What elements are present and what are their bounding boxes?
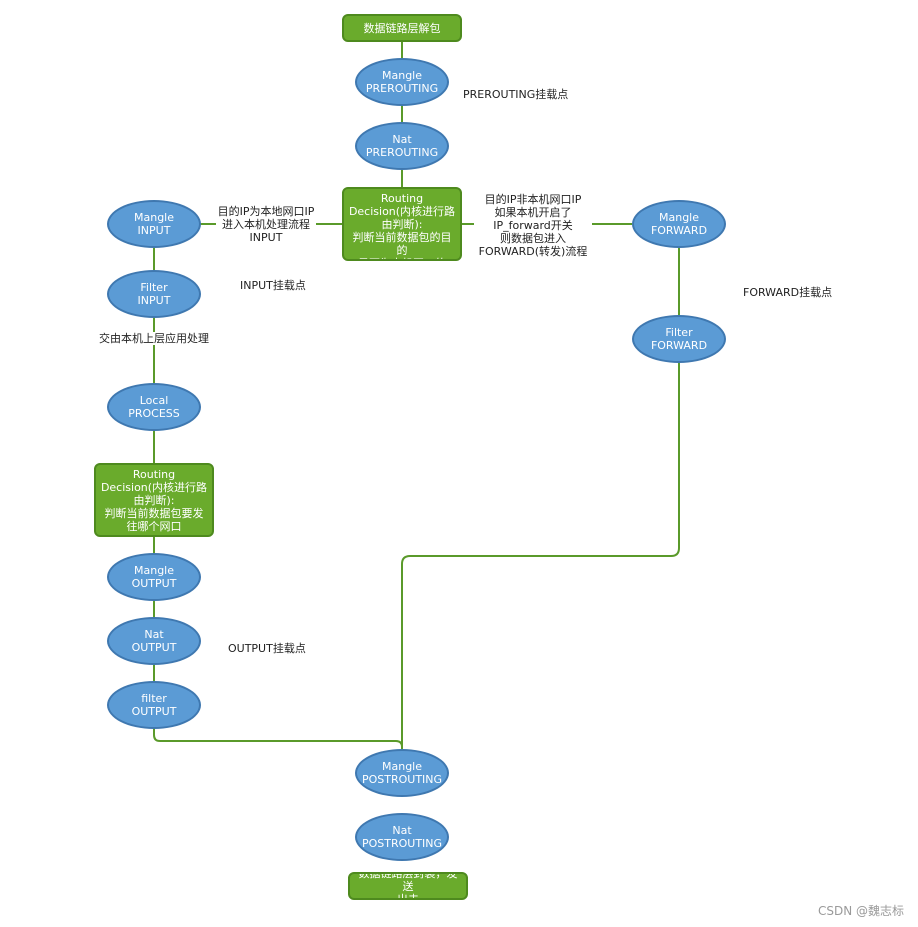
- mangle-prerouting-text: Mangle PREROUTING: [365, 69, 439, 95]
- routing-decision-2-box: Routing Decision(内核进行路 由判断): 判断当前数据包要发 往…: [94, 463, 214, 537]
- mangle-prerouting-node: Mangle PREROUTING: [355, 58, 449, 106]
- mangle-output-node: Mangle OUTPUT: [107, 553, 201, 601]
- edge-filter-forward-to-postrouting: [401, 362, 680, 749]
- nat-prerouting-node: Nat PREROUTING: [355, 122, 449, 170]
- link-layer-unpack-text: 数据链路层解包: [363, 21, 441, 35]
- routing-decision-1-text: Routing Decision(内核进行路 由判断): 判断当前数据包的目的 …: [348, 192, 456, 259]
- upper-app-label: 交由本机上层应用处理: [92, 332, 216, 345]
- output-hook-label: OUTPUT挂载点: [228, 642, 306, 655]
- filter-input-node: Filter INPUT: [107, 270, 201, 318]
- filter-forward-text: Filter FORWARD: [650, 326, 708, 352]
- watermark: CSDN @魏志标: [817, 904, 904, 918]
- link-layer-unpack-box: 数据链路层解包: [342, 14, 462, 42]
- mangle-forward-node: Mangle FORWARD: [632, 200, 726, 248]
- mangle-postrouting-text: Mangle POSTROUTING: [361, 760, 443, 786]
- filter-input-text: Filter INPUT: [137, 281, 171, 307]
- link-layer-pack-box: 数据链路层封装，发送 出去: [348, 872, 468, 900]
- filter-forward-node: Filter FORWARD: [632, 315, 726, 363]
- nat-output-node: Nat OUTPUT: [107, 617, 201, 665]
- edge-filter-output-to-postrouting: [153, 728, 403, 749]
- forward-route-label: 目的IP非本机网口IP 如果本机开启了 IP_forward开关 则数据包进入 …: [474, 193, 592, 258]
- local-process-text: Local PROCESS: [128, 394, 180, 420]
- routing-decision-2-text: Routing Decision(内核进行路 由判断): 判断当前数据包要发 往…: [100, 467, 208, 533]
- filter-output-text: filter OUTPUT: [131, 692, 177, 718]
- nat-output-text: Nat OUTPUT: [131, 628, 177, 654]
- mangle-input-text: Mangle INPUT: [133, 211, 174, 237]
- prerouting-hook-label: PREROUTING挂载点: [463, 88, 569, 101]
- forward-hook-label: FORWARD挂载点: [743, 286, 833, 299]
- mangle-output-text: Mangle OUTPUT: [131, 564, 177, 590]
- nat-postrouting-node: Nat POSTROUTING: [355, 813, 449, 861]
- input-route-label: 目的IP为本地网口IP 进入本机处理流程 INPUT: [216, 205, 316, 244]
- local-process-node: Local PROCESS: [107, 383, 201, 431]
- routing-decision-1-box: Routing Decision(内核进行路 由判断): 判断当前数据包的目的 …: [342, 187, 462, 261]
- input-hook-label: INPUT挂载点: [240, 279, 306, 292]
- mangle-input-node: Mangle INPUT: [107, 200, 201, 248]
- nat-postrouting-text: Nat POSTROUTING: [361, 824, 443, 850]
- mangle-forward-text: Mangle FORWARD: [650, 211, 708, 237]
- nat-prerouting-text: Nat PREROUTING: [365, 133, 439, 159]
- mangle-postrouting-node: Mangle POSTROUTING: [355, 749, 449, 797]
- filter-output-node: filter OUTPUT: [107, 681, 201, 729]
- link-layer-pack-text: 数据链路层封装，发送 出去: [358, 872, 458, 900]
